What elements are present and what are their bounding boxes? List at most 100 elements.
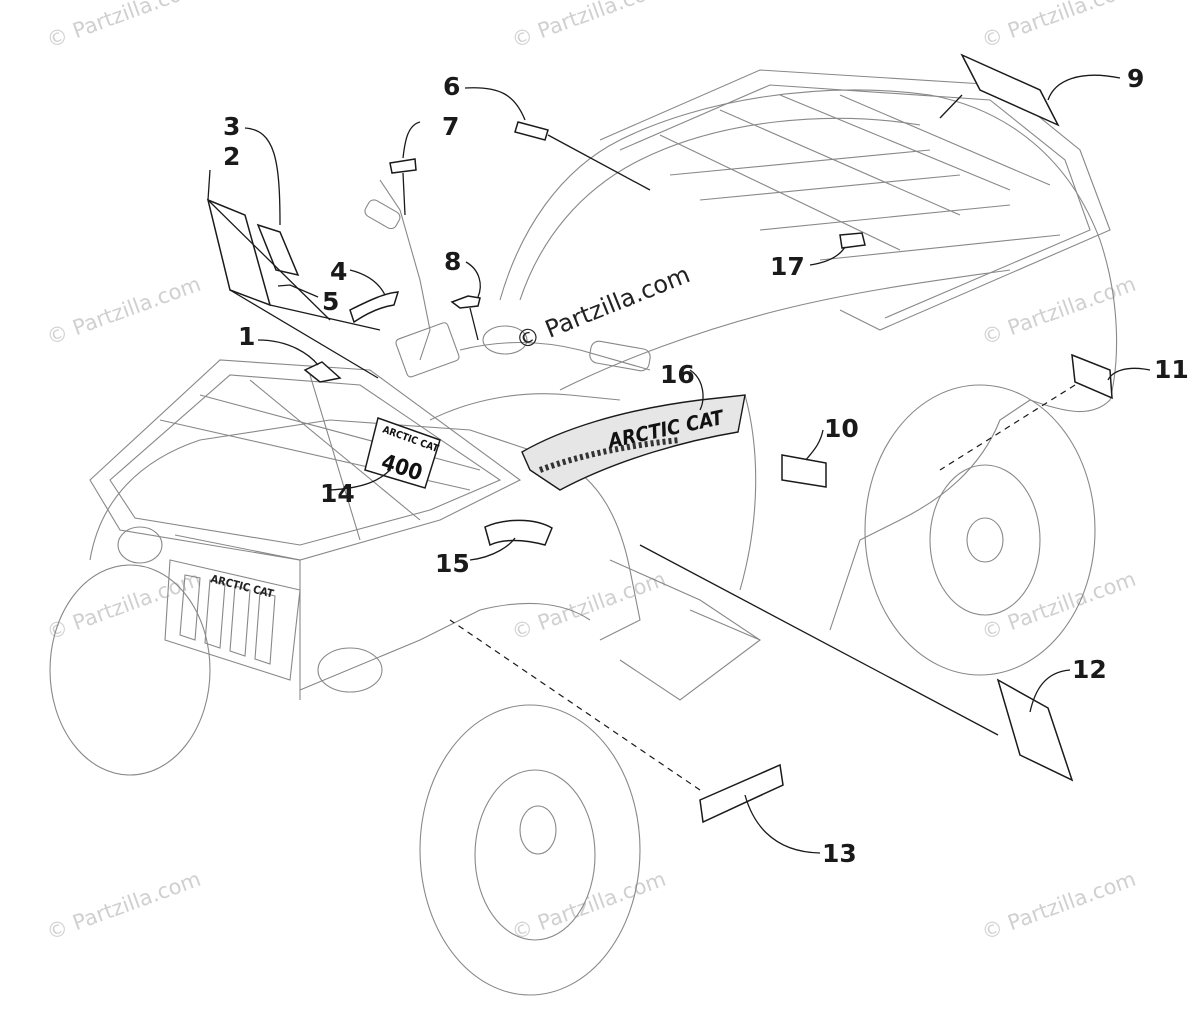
callout-10: 10 [824,414,859,443]
decal-3 [256,223,300,277]
handlebar-left [379,179,431,361]
front-rack-outer [89,359,522,561]
placement-9 [939,94,963,119]
leader-15 [469,537,516,561]
watermark-text: © Partzilla.com [44,867,204,945]
headlight-right [317,647,383,693]
grip-right [589,340,651,372]
placement-7 [402,172,406,216]
placement-8 [469,307,479,341]
callout-2: 2 [223,142,240,171]
callout-13: 13 [822,839,857,868]
leader-5 [277,284,319,298]
decal-6 [514,121,549,141]
front-rack-bars [159,374,481,541]
callout-6: 6 [443,72,460,101]
watermark-text: © Partzilla.com [44,272,204,350]
front-right-wheel-rim [474,769,596,941]
leader-17 [809,246,846,266]
callout-14: 14 [320,479,355,508]
callout-16: 16 [660,360,695,389]
footrest-peg [689,609,761,641]
decal-12 [996,678,1074,782]
leader-2 [207,169,211,201]
watermark-text: © Partzilla.com [509,0,669,53]
leader-13 [744,794,821,854]
decal-4 [349,291,400,324]
tank-edge [429,393,621,421]
watermark-text: © Partzilla.com [979,0,1139,53]
placement-12 [639,544,999,736]
rear-rack-bars [659,94,1061,261]
leader-8 [465,261,481,298]
leader-10 [805,429,824,461]
decal-15 [484,519,553,547]
rear-rack-outer [599,69,1111,331]
watermark-text: © Partzilla.com [509,567,669,645]
leader-11 [1107,367,1151,381]
front-right-wheel-hub [519,805,557,855]
callout-17: 17 [770,252,805,281]
placement-13 [449,619,701,791]
callout-7: 7 [442,112,459,141]
callout-9: 9 [1127,64,1144,93]
leader-lines [207,74,1151,854]
watermark-text: © Partzilla.com [979,567,1139,645]
rear-fender-outline [499,89,1118,631]
rear-rack-inner [619,84,1091,319]
rear-wheel-hub [966,517,1004,563]
front-right-wheel-tire [419,704,641,996]
callout-4: 4 [330,257,347,286]
placement-11 [939,384,1076,471]
callout-3: 3 [223,112,240,141]
callout-8: 8 [444,247,461,276]
callout-1: 1 [238,322,255,351]
placement-6 [547,134,651,191]
decal-10 [781,454,827,488]
watermark-text: © Partzilla.com [44,0,204,53]
display-pod [395,322,460,378]
rear-wheel-rim [929,464,1041,616]
decal-16: ARCTIC CAT [521,394,746,491]
rear-wheel-tire [864,384,1096,676]
fuel-cap [482,325,528,355]
watermark-text: © Partzilla.com [509,867,669,945]
decal-14: ARCTIC CAT 400 [364,417,441,489]
handlebar-right [459,341,651,371]
watermark-text: © Partzilla.com [979,867,1139,945]
callout-5: 5 [322,287,339,316]
placement-3 [269,304,381,331]
callout-12: 12 [1072,655,1107,684]
decal-9 [960,53,1060,127]
decal-17 [839,232,866,249]
leader-7 [402,121,421,159]
decal-11 [1071,353,1113,400]
decal-7 [389,158,417,174]
leader-3 [244,127,281,226]
front-fender-lower [299,602,591,691]
decal-1 [303,361,342,383]
leader-16 [689,369,704,411]
decals: ARCTIC CAT 400 ARCTIC CAT [206,53,1113,824]
callout-11: 11 [1154,355,1189,384]
leader-14 [329,469,391,491]
decal-13 [699,763,784,824]
placement-2 [207,199,379,379]
headlight-left [117,526,163,564]
callout-numbers: 1 2 3 4 5 6 7 8 9 10 11 12 13 14 15 16 1… [223,64,1189,868]
leader-12 [1029,669,1071,713]
front-left-wheel [49,564,211,776]
callout-15: 15 [435,549,470,578]
grip-left [364,199,401,230]
leader-1 [257,339,319,366]
front-fender-outline [89,419,641,641]
seat-top-line [519,117,921,301]
front-face [174,534,301,700]
front-rack-inner [109,374,502,546]
leader-6 [464,87,526,121]
side-panel-edge [739,394,757,591]
leader-4 [349,269,386,296]
decal-8 [450,295,481,309]
front-grille: ARCTIC CAT [164,559,301,681]
